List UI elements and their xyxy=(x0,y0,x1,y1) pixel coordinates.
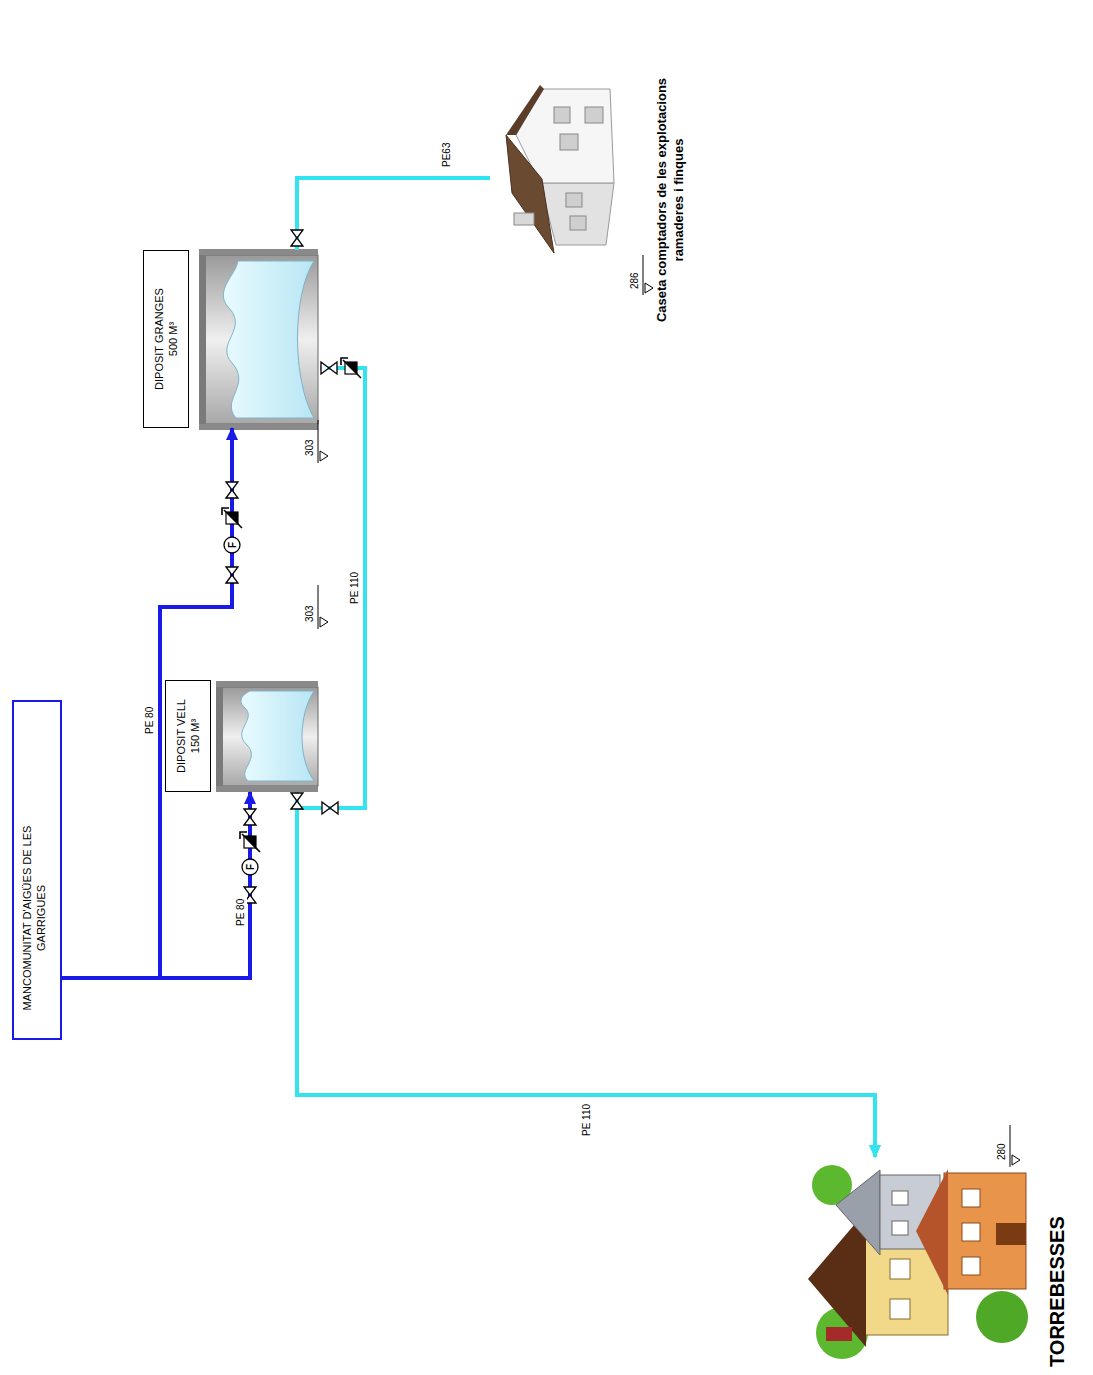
town-icon xyxy=(808,1211,866,1347)
elevation-mark xyxy=(318,420,319,463)
building-icon xyxy=(506,135,554,253)
pipe-label: PE 110 xyxy=(348,571,361,605)
valve-symbols xyxy=(341,358,361,378)
building-icon xyxy=(570,216,586,230)
town-icon xyxy=(962,1189,980,1207)
elevation-number: 286 xyxy=(628,271,641,290)
valve-symbols xyxy=(222,230,361,903)
town-icon xyxy=(916,1169,948,1295)
valve-symbols xyxy=(321,362,337,374)
valve-symbols xyxy=(291,230,303,246)
building-icon xyxy=(506,85,544,135)
tank-illustration xyxy=(241,691,314,781)
pipe-label: PE 80 xyxy=(143,706,156,735)
tank-illustration xyxy=(216,681,223,792)
valve-symbols xyxy=(322,802,338,814)
elevation-mark xyxy=(318,255,1020,1167)
building-icon xyxy=(585,107,603,123)
elevation-number: 280 xyxy=(995,1142,1008,1161)
town-node: TORREBESSES xyxy=(790,1157,1069,1367)
valve-symbols xyxy=(222,508,242,528)
building-node: Caseta comptadors de les explotacions ra… xyxy=(490,75,687,325)
town-icon xyxy=(826,1327,852,1341)
elevation-mark xyxy=(645,283,653,293)
town-icon xyxy=(962,1223,980,1241)
town-icon xyxy=(890,1259,910,1279)
town-icon xyxy=(892,1191,908,1205)
valve-symbols xyxy=(291,793,303,809)
town-icon xyxy=(836,1170,880,1255)
source-box: MANCOMUNITAT D'AIGÜES DE LES GARRIGUES xyxy=(12,700,62,1040)
pipe-line xyxy=(297,792,875,1157)
meter-letter: F xyxy=(245,864,256,870)
pipe-line xyxy=(297,178,490,250)
tank-illustration xyxy=(216,681,318,687)
pipe-connectors xyxy=(62,178,875,1157)
tank-illustration xyxy=(199,249,206,430)
tank-label-plate: DIPOSIT GRANGES 500 M³ xyxy=(143,250,189,428)
building-icon xyxy=(560,134,578,150)
elevation-mark xyxy=(1012,1155,1020,1165)
meter-letter: F xyxy=(227,542,238,548)
building-icon xyxy=(514,213,534,225)
tank-node: DIPOSIT VELL 150 M³ xyxy=(165,680,320,792)
valve-symbols xyxy=(224,537,240,553)
elevation-number: 303 xyxy=(303,604,316,623)
elevation-mark xyxy=(1010,1125,1011,1167)
elevation-mark xyxy=(320,451,328,461)
town-icon xyxy=(944,1173,1026,1289)
elevation-mark xyxy=(320,617,328,627)
pipe-line xyxy=(297,368,875,1157)
pipe-label: PE63 xyxy=(440,142,453,168)
town-icon xyxy=(890,1299,910,1319)
tank-illustration xyxy=(199,424,318,430)
elevation-number: 303 xyxy=(303,438,316,457)
tank-illustration xyxy=(199,249,318,255)
tank-label-plate: DIPOSIT VELL 150 M³ xyxy=(165,680,211,792)
tank-label: DIPOSIT GRANGES 500 M³ xyxy=(152,282,180,397)
valve-symbols xyxy=(240,832,260,852)
building-icon xyxy=(506,85,614,253)
town-icon xyxy=(996,1223,1026,1245)
pipe-line xyxy=(62,792,250,978)
building-icon xyxy=(554,107,570,123)
valve-symbols xyxy=(242,859,258,875)
pipe-label: PE 80 xyxy=(234,898,247,927)
elevation-mark xyxy=(318,585,319,629)
town-icon xyxy=(976,1291,1028,1343)
place-label: TORREBESSES xyxy=(1045,1157,1069,1367)
building-icon xyxy=(566,193,582,207)
tank-node: DIPOSIT GRANGES 500 M³ xyxy=(143,250,320,428)
tank-illustration xyxy=(216,786,318,792)
pipe-label: PE 110 xyxy=(580,1103,593,1137)
tank-illustration xyxy=(199,249,318,430)
elevation-mark xyxy=(643,255,644,295)
valve-symbols xyxy=(244,809,256,825)
town-icon xyxy=(962,1257,980,1275)
tank-label: DIPOSIT VELL 150 M³ xyxy=(174,691,202,781)
valve-symbols xyxy=(226,482,238,498)
tank-illustration xyxy=(216,681,318,792)
tank-illustration xyxy=(223,261,314,418)
source-label: MANCOMUNITAT D'AIGÜES DE LES GARRIGUES xyxy=(20,808,48,1028)
pipe-line xyxy=(62,428,232,978)
place-label: Caseta comptadors de les explotacions ra… xyxy=(653,75,687,325)
valve-symbols xyxy=(226,567,238,583)
tank-illustration xyxy=(205,255,318,424)
tank-illustration xyxy=(222,687,318,786)
town-icon xyxy=(892,1221,908,1235)
town-icon xyxy=(808,1165,1028,1359)
